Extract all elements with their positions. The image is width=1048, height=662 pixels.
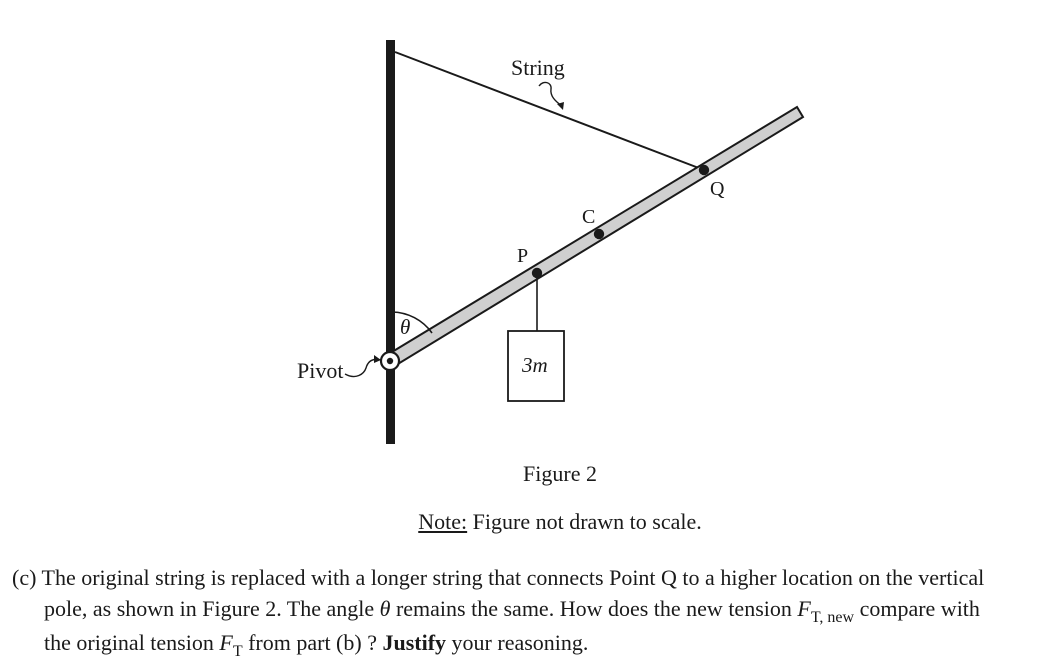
pivot-label: Pivot [297,358,343,383]
mass-label: 3m [521,353,548,377]
point-c-dot [593,228,605,240]
point-q-label: Q [710,178,725,200]
vertical-pole [386,40,395,444]
question-line-2: pole, as shown in Figure 2. The angle θ … [44,596,980,626]
tension-symbol: F [219,630,233,655]
mass-block [507,330,565,402]
string-pointer [538,81,563,107]
pivot-center [386,357,394,365]
theta-label: θ [400,315,410,339]
note-label: Note: [418,509,468,534]
question-line-3: the original tension FT from part (b) ? … [44,630,589,660]
justify-keyword: Justify [382,630,447,655]
question-part-label: (c) [12,565,37,590]
question-line-1: (c) The original string is replaced with… [12,565,985,590]
figure-caption: Figure 2 [523,461,597,486]
string-label: String [511,55,565,80]
figure-diagram: String Pivot θ P C Q 3m [297,40,805,444]
string-line [394,51,705,171]
tension-new-subscript: T, new [810,609,855,626]
note-text: Figure not drawn to scale. [467,509,702,534]
tension-subscript: T [232,643,243,660]
point-q-dot [698,164,710,176]
string-pointer-arrowhead [557,102,564,110]
theta-symbol: θ [379,596,391,621]
question-text: (c) The original string is replaced with… [12,562,1042,661]
note-line: Note: Figure not drawn to scale. [36,509,1048,535]
point-c-label: C [582,206,595,228]
pivot-pointer-arrowhead [374,355,381,363]
angle-arc [391,311,433,334]
point-p-label: P [517,245,528,267]
tension-new-symbol: F [797,596,811,621]
